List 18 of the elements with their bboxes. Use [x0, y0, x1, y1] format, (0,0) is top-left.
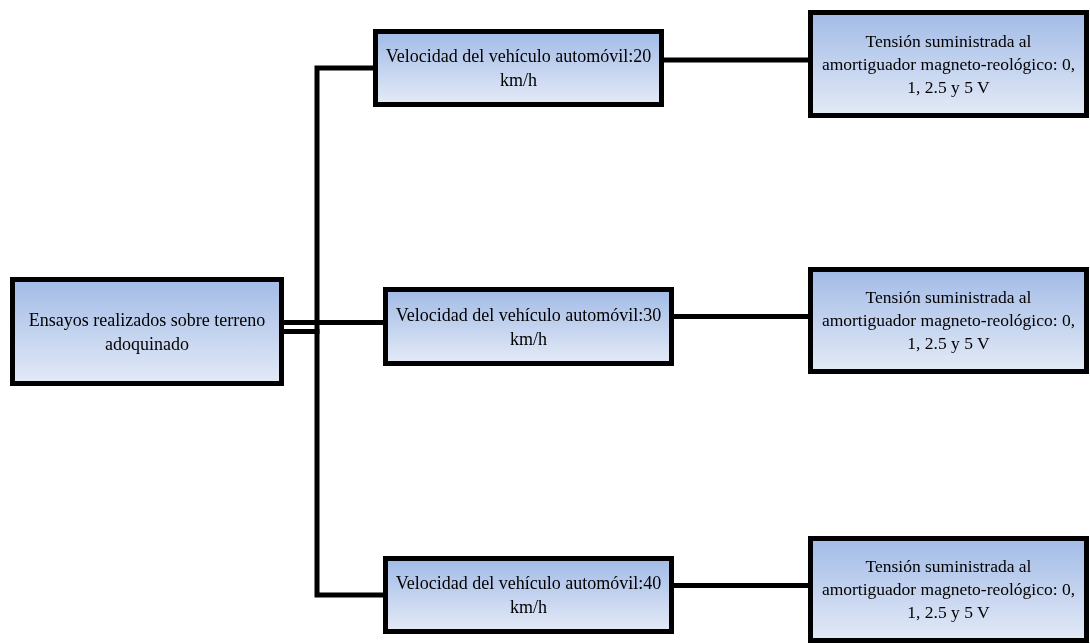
- process-box: [10, 277, 284, 386]
- connector-line: [284, 320, 383, 325]
- box-text: Ensayos realizados sobre terreno adoquinado: [27, 308, 267, 356]
- connector-line: [664, 57, 808, 63]
- process-box: [808, 536, 1089, 643]
- box-text: Velocidad del vehículo automóvil:30 km/h: [394, 303, 663, 351]
- process-box: [808, 267, 1089, 374]
- process-box: [373, 29, 664, 107]
- connector-line: [674, 314, 808, 319]
- box-text: Tensión suministrada al amortiguador magneto-reológico: 0, 1, 2.5 y 5 V: [820, 555, 1077, 624]
- connector-line: [674, 583, 808, 588]
- box-text: Tensión suministrada al amortiguador magneto-reológico: 0, 1, 2.5 y 5 V: [820, 29, 1077, 99]
- process-box: [808, 10, 1089, 118]
- process-box: [383, 287, 674, 366]
- process-box: [383, 556, 674, 634]
- box-text: Velocidad del vehículo automóvil:40 km/h: [394, 572, 663, 619]
- box-text: Tensión suministrada al amortiguador magneto-reológico: 0, 1, 2.5 y 5 V: [820, 286, 1077, 355]
- box-text: Velocidad del vehículo automóvil:20 km/h: [384, 45, 653, 92]
